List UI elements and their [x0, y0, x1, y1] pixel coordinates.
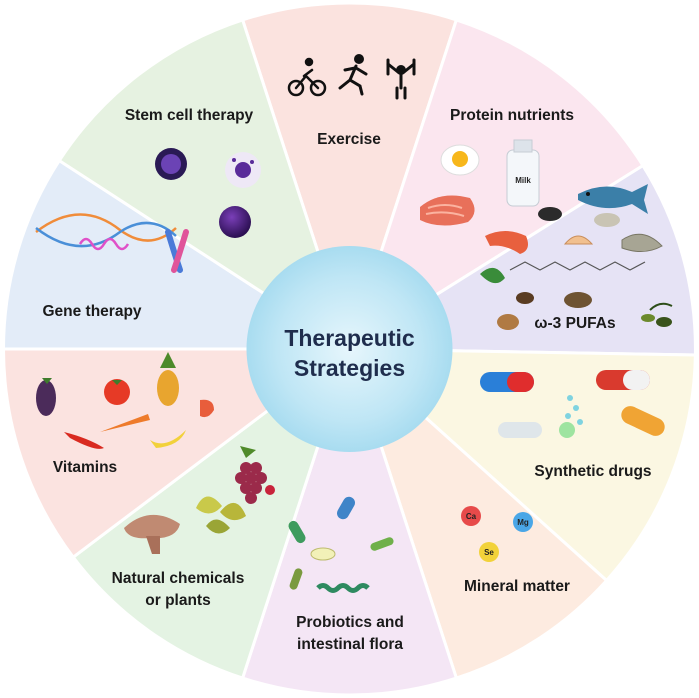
vitamins-segment: Vitamins — [36, 352, 214, 476]
gene-segment: Gene therapy — [35, 213, 189, 320]
protein-wedge — [346, 18, 645, 353]
mineral-segment: Ca Mg Se Mineral matter — [461, 506, 570, 595]
probiotics-segment: Probiotics and intestinal flora — [288, 496, 404, 653]
nuts-icon — [497, 292, 534, 330]
mineral-ion-icon: Ca Mg Se — [461, 506, 533, 562]
chromosome-icon — [165, 229, 189, 273]
milk-bottle-icon: Milk — [506, 139, 540, 207]
natural-label-line1: Natural chemicals — [112, 570, 245, 587]
drugs-wedge — [345, 347, 697, 583]
mineral-label: Mineral matter — [464, 578, 570, 595]
cell-icon — [155, 148, 261, 238]
natural-label-line2: or plants — [145, 592, 210, 609]
mushroom-icon — [124, 514, 180, 554]
grapes-icon — [235, 446, 275, 504]
egg-icon — [440, 144, 480, 176]
drugs-segment: Synthetic drugs — [480, 370, 665, 480]
eggplant-icon — [36, 378, 56, 416]
stem-label: Stem cell therapy — [125, 107, 254, 124]
natural-wedge — [71, 344, 353, 680]
seeds-icon — [538, 207, 620, 308]
milk-label: Milk — [515, 176, 531, 185]
exercise-label: Exercise — [317, 131, 381, 148]
natural-segment: Natural chemicals or plants — [112, 446, 275, 609]
center-title-line2: Strategies — [294, 355, 405, 381]
selenium-label: Se — [484, 548, 494, 557]
spinach-icon — [480, 267, 505, 284]
omega-segment: ω-3 PUFAs — [480, 184, 673, 332]
probiotics-wedge — [240, 344, 459, 697]
tomato-icon — [104, 379, 130, 405]
exercise-wedge — [240, 1, 459, 354]
probiotics-label-line1: Probiotics and — [296, 614, 404, 631]
banana-icon — [150, 430, 186, 448]
bacteria-icon — [288, 496, 394, 593]
pepper-icon — [64, 432, 104, 449]
omega-label: ω-3 PUFAs — [534, 315, 615, 332]
shell-icon — [563, 233, 663, 252]
stem-segment: Stem cell therapy — [125, 107, 261, 238]
stem-wedge — [57, 18, 353, 353]
strawberry-icon — [200, 399, 214, 418]
leaf-icon — [196, 496, 246, 534]
vitamins-label: Vitamins — [53, 459, 117, 476]
pufa-molecule-icon — [509, 261, 646, 271]
salmon-steak-icon — [420, 195, 475, 226]
pineapple-icon — [157, 352, 179, 406]
fish-icon — [578, 184, 648, 214]
runner-icon — [338, 54, 368, 96]
shrimp-icon — [485, 231, 528, 254]
center-title-line1: Therapeutic — [284, 325, 415, 351]
pills-icon — [559, 395, 583, 438]
carrot-icon — [100, 414, 150, 432]
calcium-label: Ca — [466, 512, 477, 521]
gymnast-icon — [386, 58, 416, 100]
magnesium-label: Mg — [517, 518, 529, 527]
protein-segment: Protein nutrients Milk — [420, 107, 574, 226]
protein-label: Protein nutrients — [450, 107, 574, 124]
gene-label: Gene therapy — [42, 303, 141, 320]
capsule-icon — [480, 370, 665, 438]
dna-icon — [35, 213, 177, 251]
bicycle-icon — [287, 57, 327, 97]
center-circle — [246, 246, 453, 452]
probiotics-label-line2: intestinal flora — [297, 636, 403, 653]
exercise-segment: Exercise — [287, 54, 416, 148]
olive-icon — [641, 302, 673, 327]
drugs-label: Synthetic drugs — [534, 463, 651, 480]
